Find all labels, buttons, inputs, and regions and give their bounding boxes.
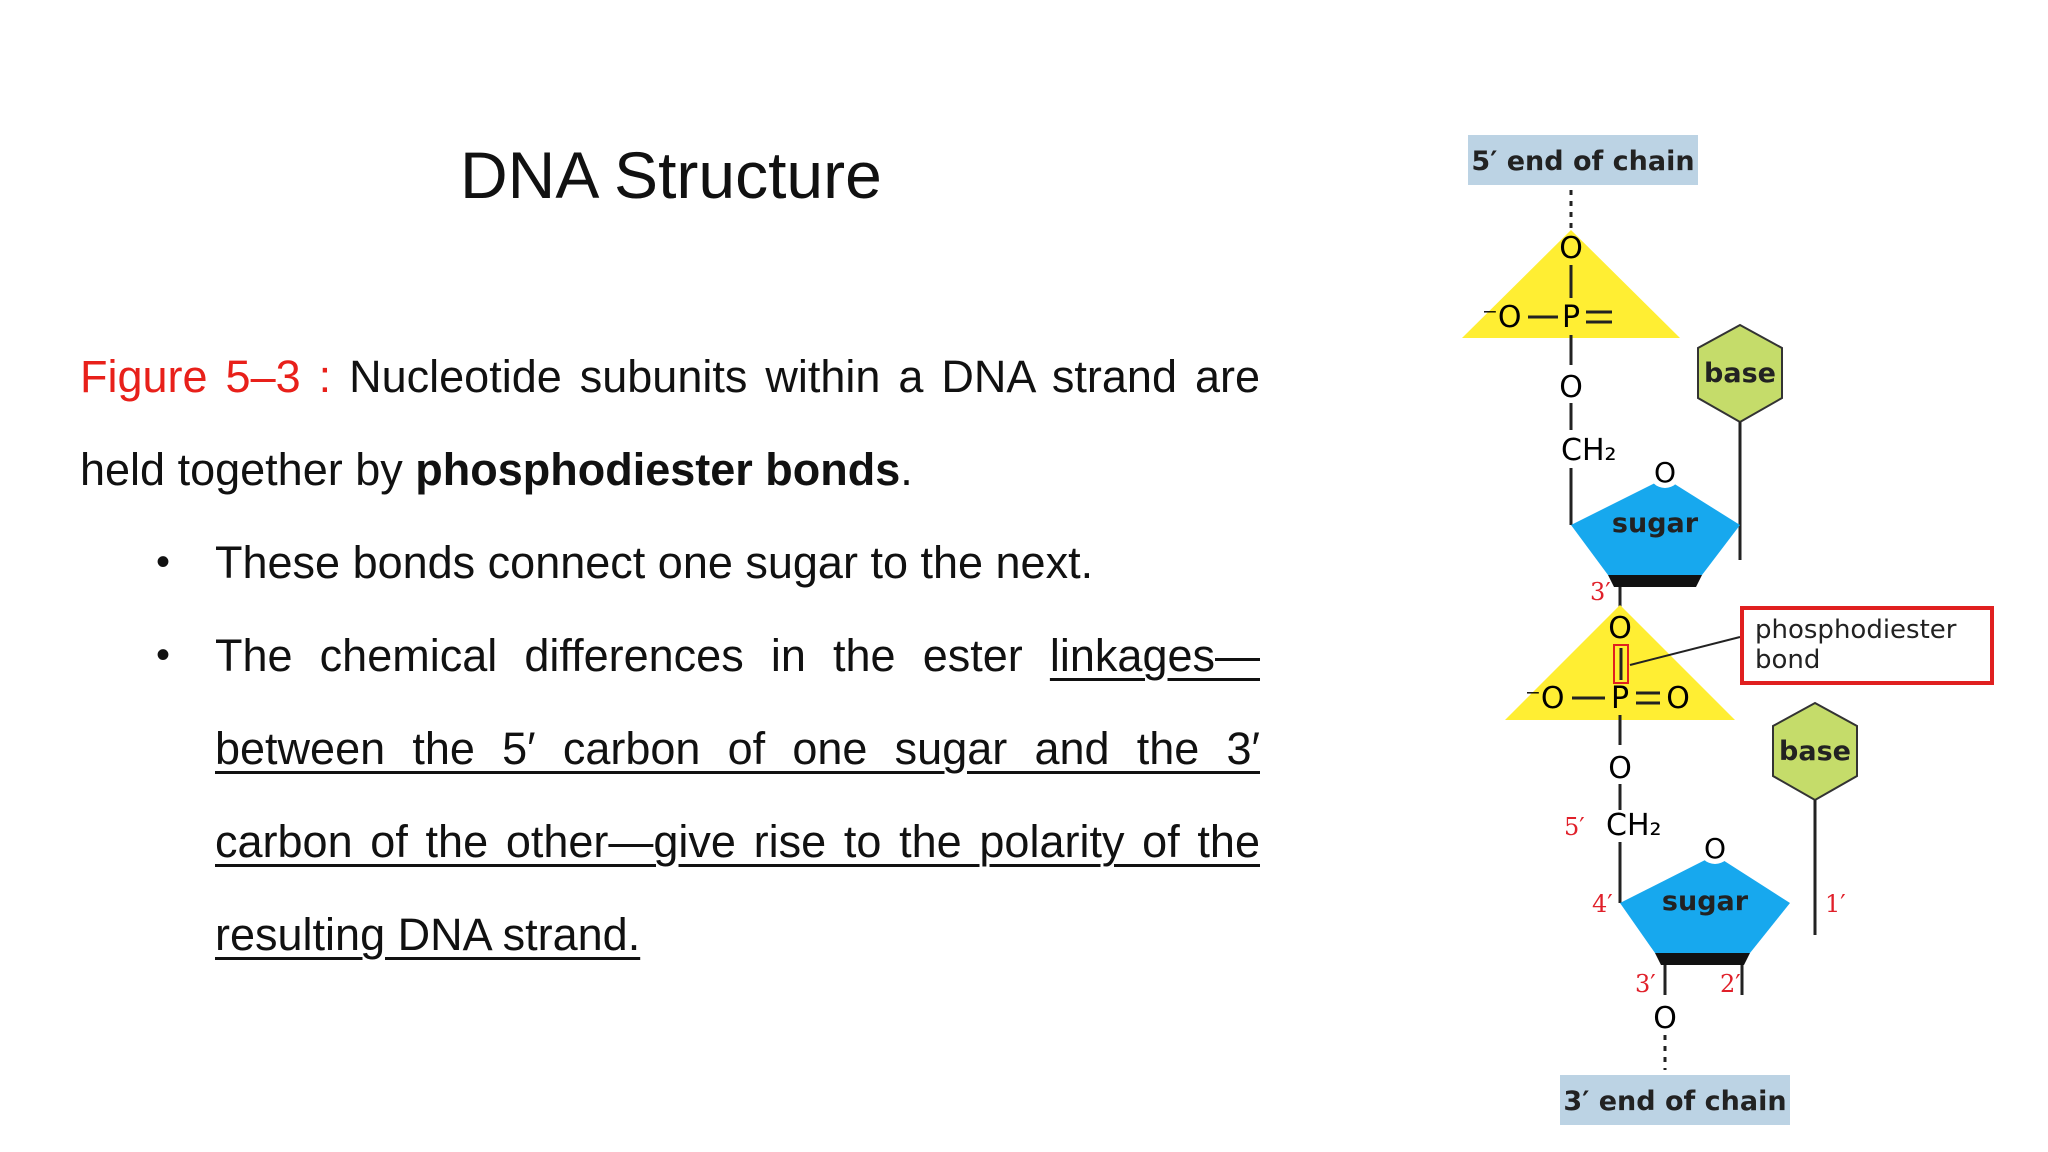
bullet-dot: • — [156, 633, 171, 677]
base-label: base — [1779, 736, 1851, 767]
bullet-text: These bonds connect one sugar to the nex… — [215, 537, 1094, 588]
highlighted-bond — [1613, 644, 1629, 684]
bullet-underlined-text: linkages—between the 5′ carbon of one su… — [215, 630, 1260, 960]
atom-o: O — [1666, 681, 1690, 716]
atom-p: P — [1562, 300, 1580, 335]
callout-line-1: phosphodiester — [1755, 615, 1957, 645]
bullet-item: • The chemical differences in the ester … — [80, 609, 1260, 981]
ch2-label: CH₂ — [1606, 808, 1662, 843]
caption-bold-term: phosphodiester bonds — [415, 444, 901, 495]
atom-o: O — [1559, 231, 1583, 266]
atom-o: O — [1608, 751, 1632, 786]
bullet-list: • These bonds connect one sugar to the n… — [80, 516, 1260, 981]
callout-leader — [1629, 636, 1741, 666]
sugar-bottom-edge — [1608, 575, 1702, 587]
sugar-pentagon-bottom — [1620, 855, 1790, 953]
ring-oxygen-backdrop — [1649, 456, 1681, 488]
dna-strand-diagram: 5′ end of chain O ⁻O P O CH₂ base O suga… — [1462, 135, 1994, 1125]
ch2-label: CH₂ — [1561, 433, 1617, 468]
callout-line-2: bond — [1755, 645, 1820, 675]
atom-o: O — [1608, 611, 1632, 646]
sugar-label: sugar — [1612, 508, 1699, 539]
caption-end: . — [900, 444, 913, 495]
bullet-text: The chemical differences in the ester — [215, 630, 1023, 681]
sugar-label: sugar — [1662, 886, 1749, 917]
ring-oxygen: O — [1654, 456, 1676, 489]
ring-oxygen-backdrop — [1699, 832, 1731, 864]
five-prime-end-label: 5′ end of chain — [1471, 146, 1694, 177]
carbon-number: 2′ — [1720, 970, 1741, 998]
atom-o: O — [1653, 1001, 1677, 1036]
carbon-number: 5′ — [1564, 813, 1585, 841]
carbon-number: 3′ — [1635, 970, 1656, 998]
carbon-number: 3′ — [1590, 578, 1611, 606]
atom-o-minus: ⁻O — [1525, 681, 1564, 716]
atom-p: P — [1611, 681, 1629, 716]
sugar-pentagon-top — [1571, 478, 1740, 575]
phosphodiester-callout-box — [1740, 606, 1994, 685]
figure-label: Figure 5–3 : — [80, 351, 332, 402]
bullet-item: • These bonds connect one sugar to the n… — [80, 516, 1260, 609]
slide-body: Figure 5–3 : Nucleotide subunits within … — [80, 330, 1260, 981]
ring-oxygen: O — [1704, 832, 1726, 865]
slide-title: DNA Structure — [460, 138, 882, 212]
figure-caption: Figure 5–3 : Nucleotide subunits within … — [80, 330, 1260, 516]
sugar-bottom-edge — [1655, 953, 1750, 965]
carbon-number: 4′ — [1592, 890, 1613, 918]
five-prime-end-box — [1468, 135, 1698, 185]
carbon-number: 1′ — [1825, 890, 1846, 918]
base-label: base — [1704, 358, 1776, 389]
atom-o: O — [1559, 370, 1583, 405]
bullet-dot: • — [156, 540, 171, 584]
atom-o-minus: ⁻O — [1482, 300, 1521, 335]
caption-text: Nucleotide subunits within a DNA strand … — [80, 351, 1261, 495]
three-prime-end-label: 3′ end of chain — [1563, 1086, 1786, 1117]
three-prime-end-box — [1560, 1075, 1790, 1125]
